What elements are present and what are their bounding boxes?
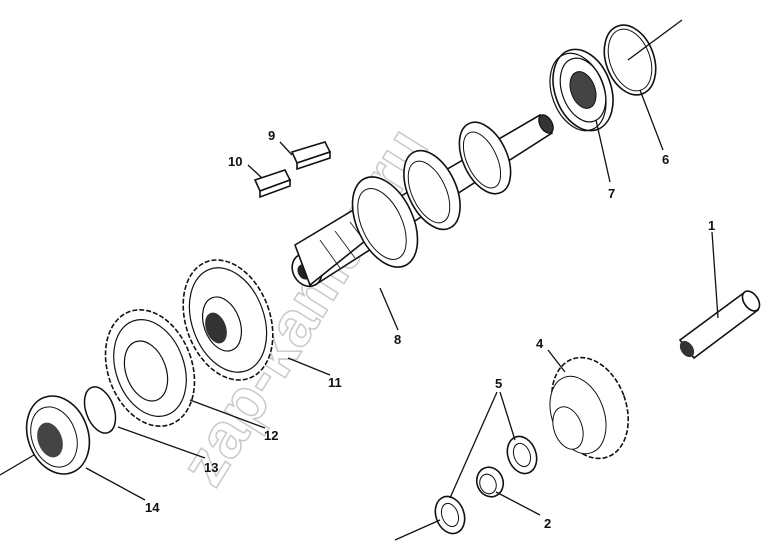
bearing-14 (25, 395, 91, 475)
callout-11: 11 (328, 375, 342, 390)
callout-1: 1 (708, 218, 715, 233)
callout-4: 4 (536, 336, 544, 351)
callout-13: 13 (204, 460, 218, 475)
needle-bearing-5a (506, 435, 538, 475)
callout-14: 14 (145, 500, 160, 515)
main-shaft-8 (291, 113, 554, 288)
callout-7: 7 (608, 186, 615, 201)
pin-1 (678, 290, 761, 360)
leader-lines (0, 19, 719, 541)
callout-9: 9 (268, 128, 275, 143)
key-10 (253, 169, 292, 199)
key-9 (290, 141, 332, 171)
gear-12 (104, 309, 196, 427)
gear-11 (182, 259, 274, 381)
bearing-7 (549, 48, 614, 132)
callout-12: 12 (264, 428, 278, 443)
callout-10: 10 (228, 154, 242, 169)
snap-ring-6 (603, 24, 657, 96)
callouts: 1 2 4 5 6 7 8 9 10 11 12 13 14 (145, 128, 715, 531)
bushing-2 (475, 466, 505, 498)
gear-4 (549, 356, 630, 460)
needle-bearing-5b (434, 495, 466, 535)
callout-2: 2 (544, 516, 551, 531)
callout-6: 6 (662, 152, 669, 167)
callout-5: 5 (495, 376, 502, 391)
callout-8: 8 (394, 332, 401, 347)
snap-ring-13 (83, 386, 117, 434)
